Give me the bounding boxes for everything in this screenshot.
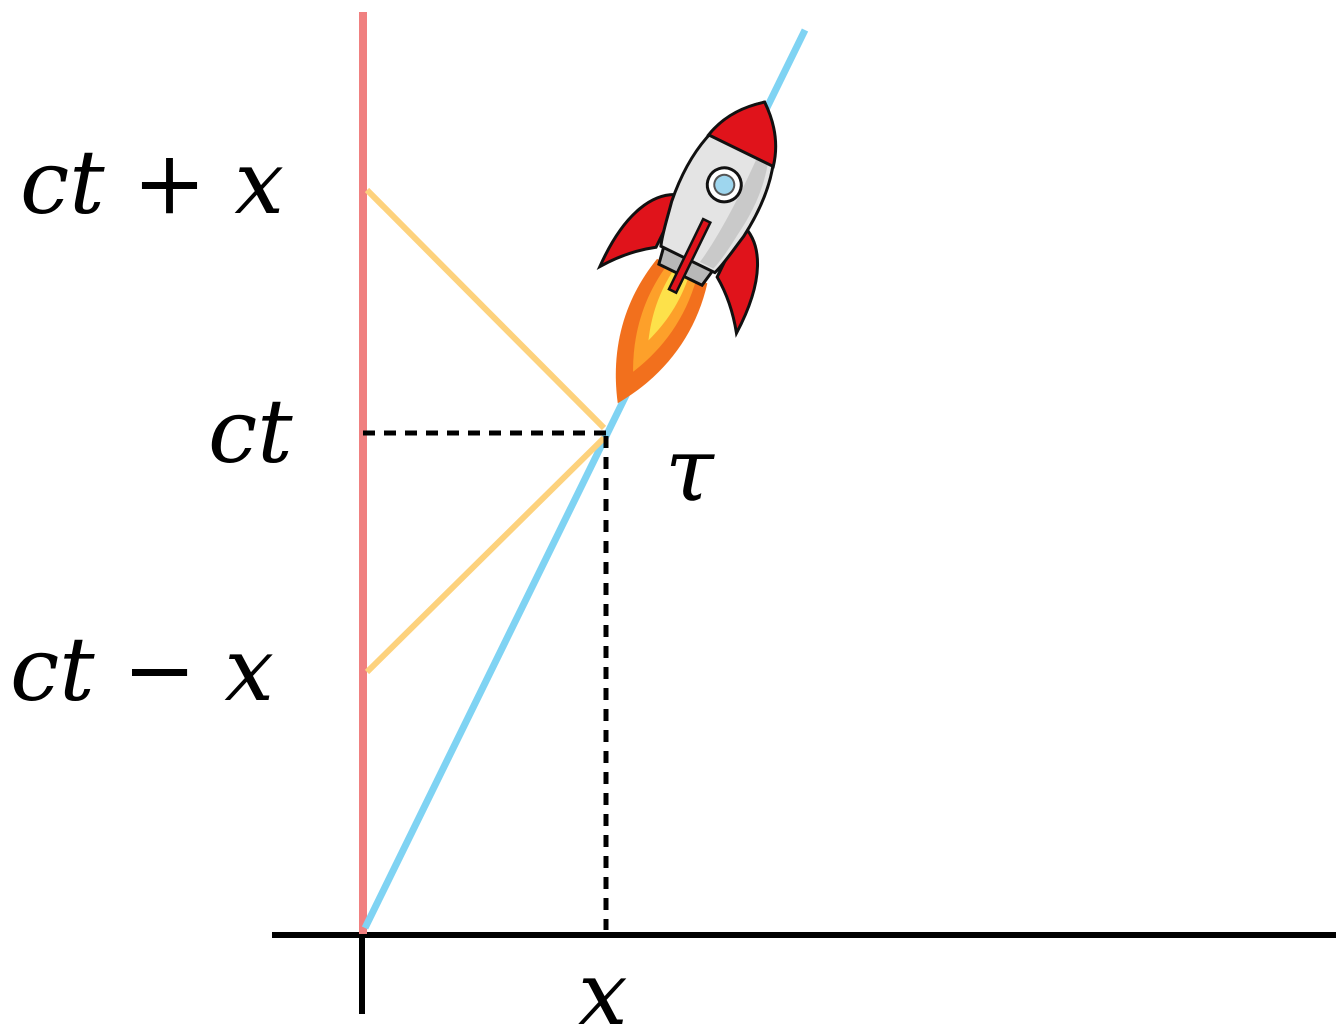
light-signal-return bbox=[364, 187, 607, 431]
label-ct: ct bbox=[208, 380, 293, 483]
label-ct-plus-x: ct + x bbox=[20, 131, 284, 234]
rocket-icon bbox=[596, 100, 778, 404]
label-x: x bbox=[578, 942, 628, 1032]
label-ct-minus-x: ct − x bbox=[10, 618, 274, 721]
label-tau: τ bbox=[665, 418, 715, 521]
light-signal-outgoing bbox=[364, 435, 607, 675]
